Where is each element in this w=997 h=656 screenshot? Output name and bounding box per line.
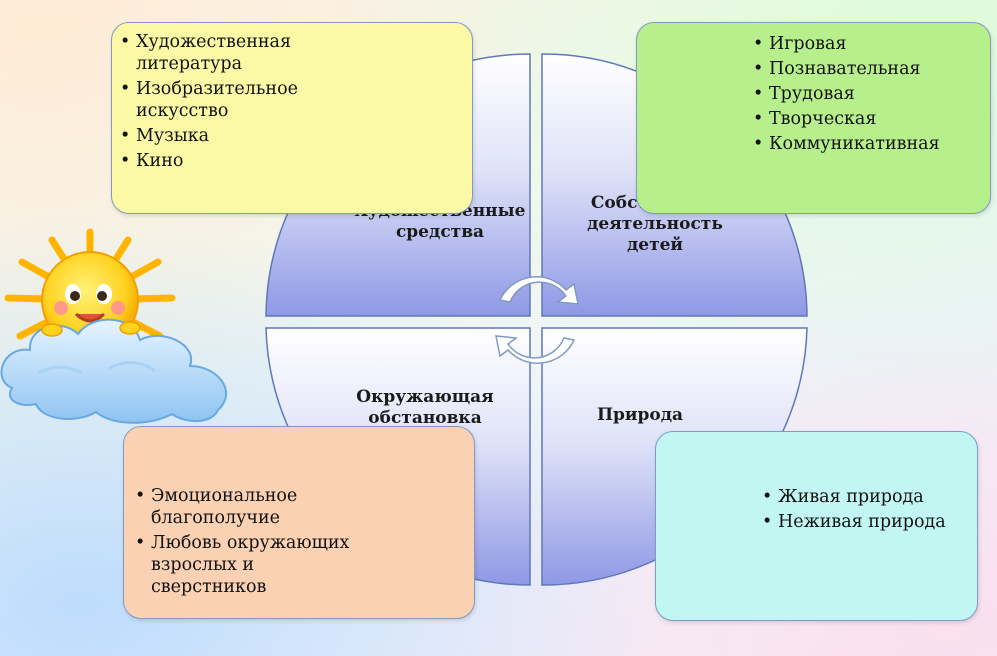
list-activity-types: •Игровая•Познавательная•Трудовая•Творчес… xyxy=(753,33,990,155)
list-art-means: •Художественная литература•Изобразительн… xyxy=(120,31,472,172)
list-item: •Трудовая xyxy=(753,83,990,105)
list-nature: •Живая природа•Неживая природа xyxy=(762,486,977,533)
list-item-text: Изобразительное искусство xyxy=(136,79,298,121)
bullet-icon: • xyxy=(753,109,764,129)
bullet-icon: • xyxy=(120,151,131,171)
list-item-text: Живая природа xyxy=(778,487,924,507)
quadrant-label-nature: Природа xyxy=(596,405,684,425)
list-item: •Игровая xyxy=(753,33,990,55)
bullet-icon: • xyxy=(135,486,146,506)
bullet-icon: • xyxy=(762,487,773,507)
list-item-text: Творческая xyxy=(769,109,877,129)
list-item-text: Эмоциональное благополучие xyxy=(151,486,298,528)
bullet-icon: • xyxy=(120,126,131,146)
list-social-environment: •Эмоциональное благополучие•Любовь окруж… xyxy=(135,485,474,598)
list-item: •Музыка xyxy=(120,125,472,147)
bullet-icon: • xyxy=(753,134,764,154)
box-activity-types: •Игровая•Познавательная•Трудовая•Творчес… xyxy=(636,22,991,214)
list-item: •Кино xyxy=(120,150,472,172)
sun-icon xyxy=(4,228,176,349)
list-item-text: Кино xyxy=(136,151,184,171)
list-item: •Художественная литература xyxy=(120,31,472,75)
list-item: •Неживая природа xyxy=(762,511,977,533)
list-item-text: Познавательная xyxy=(769,59,921,79)
list-item: •Изобразительное искусство xyxy=(120,78,472,122)
bullet-icon: • xyxy=(120,32,131,52)
box-nature: •Живая природа•Неживая природа xyxy=(655,431,978,621)
bullet-icon: • xyxy=(135,533,146,553)
list-item: •Познавательная xyxy=(753,58,990,80)
list-item: •Творческая xyxy=(753,108,990,130)
list-item: •Живая природа xyxy=(762,486,977,508)
list-item-text: Неживая природа xyxy=(778,512,946,532)
box-social-environment: •Эмоциональное благополучие•Любовь окруж… xyxy=(123,426,475,619)
bullet-icon: • xyxy=(120,79,131,99)
list-item-text: Игровая xyxy=(769,34,847,54)
box-art-means: •Художественная литература•Изобразительн… xyxy=(111,22,473,214)
bullet-icon: • xyxy=(762,512,773,532)
cloud-icon xyxy=(0,318,228,424)
list-item: •Эмоциональное благополучие xyxy=(135,485,474,529)
list-item-text: Музыка xyxy=(136,126,210,146)
bullet-icon: • xyxy=(753,59,764,79)
list-item: •Любовь окружающих взрослых и сверстнико… xyxy=(135,532,474,598)
list-item-text: Трудовая xyxy=(769,84,855,104)
list-item-text: Любовь окружающих взрослых и сверстников xyxy=(151,533,350,597)
list-item-text: Коммуникативная xyxy=(769,134,940,154)
cycle-arrows-icon xyxy=(495,276,579,364)
bullet-icon: • xyxy=(753,84,764,104)
list-item-text: Художественная литература xyxy=(136,32,292,74)
bullet-icon: • xyxy=(753,34,764,54)
list-item: •Коммуникативная xyxy=(753,133,990,155)
